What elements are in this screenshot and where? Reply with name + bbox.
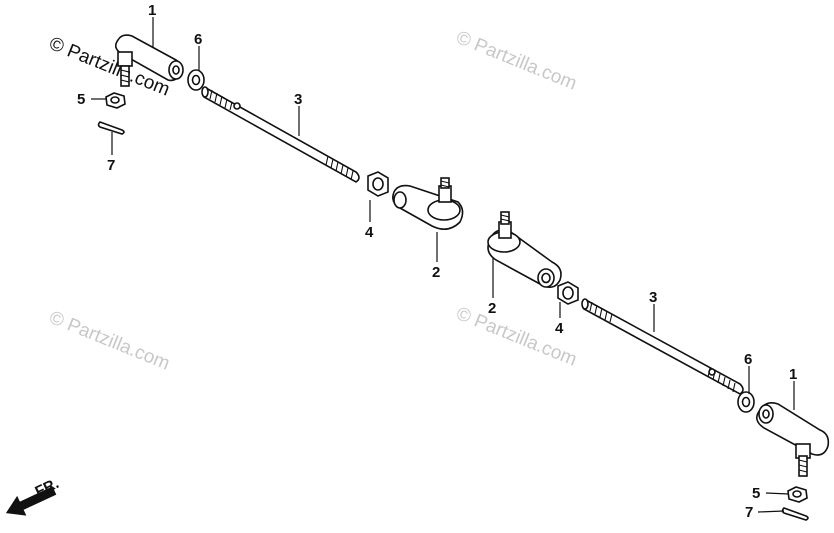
- washer-right: [737, 391, 755, 413]
- leader-lines: [91, 17, 795, 513]
- callout-3: 3: [649, 289, 657, 306]
- callout-5: 5: [752, 485, 760, 502]
- callout-4: 4: [365, 224, 374, 241]
- front-direction-label: FR.: [33, 475, 62, 501]
- callout-4: 4: [555, 320, 564, 337]
- castle-nut-left: [105, 92, 126, 109]
- watermark: © Partzilla.com: [453, 27, 580, 94]
- watermark: © Partzilla.com: [46, 307, 173, 374]
- lock-nut-lower: [557, 281, 579, 305]
- callout-6: 6: [744, 351, 752, 368]
- tie-rod-upper: [201, 86, 360, 183]
- castle-nut-right: [787, 486, 808, 503]
- cotter-pin-right: [781, 507, 809, 521]
- tie-rod-end-inner-upper: [392, 177, 464, 230]
- callout-3: 3: [294, 91, 302, 108]
- callout-7: 7: [745, 504, 753, 521]
- tie-rod-end-inner-lower: [487, 211, 562, 288]
- callout-6: 6: [194, 31, 202, 48]
- callout-2: 2: [488, 300, 496, 317]
- tie-rod-end-outer-right: [756, 402, 830, 477]
- tie-rod-lower: [581, 298, 744, 395]
- callout-1: 1: [789, 366, 797, 383]
- cotter-pin-left: [97, 121, 125, 135]
- washer-left: [187, 69, 205, 91]
- callout-2: 2: [432, 264, 440, 281]
- callout-5: 5: [77, 91, 85, 108]
- tie-rod-end-outer-left: [114, 34, 184, 87]
- callout-1: 1: [148, 2, 156, 19]
- front-arrow-icon: [5, 486, 57, 516]
- lock-nut-upper: [367, 171, 389, 197]
- callout-7: 7: [107, 157, 115, 174]
